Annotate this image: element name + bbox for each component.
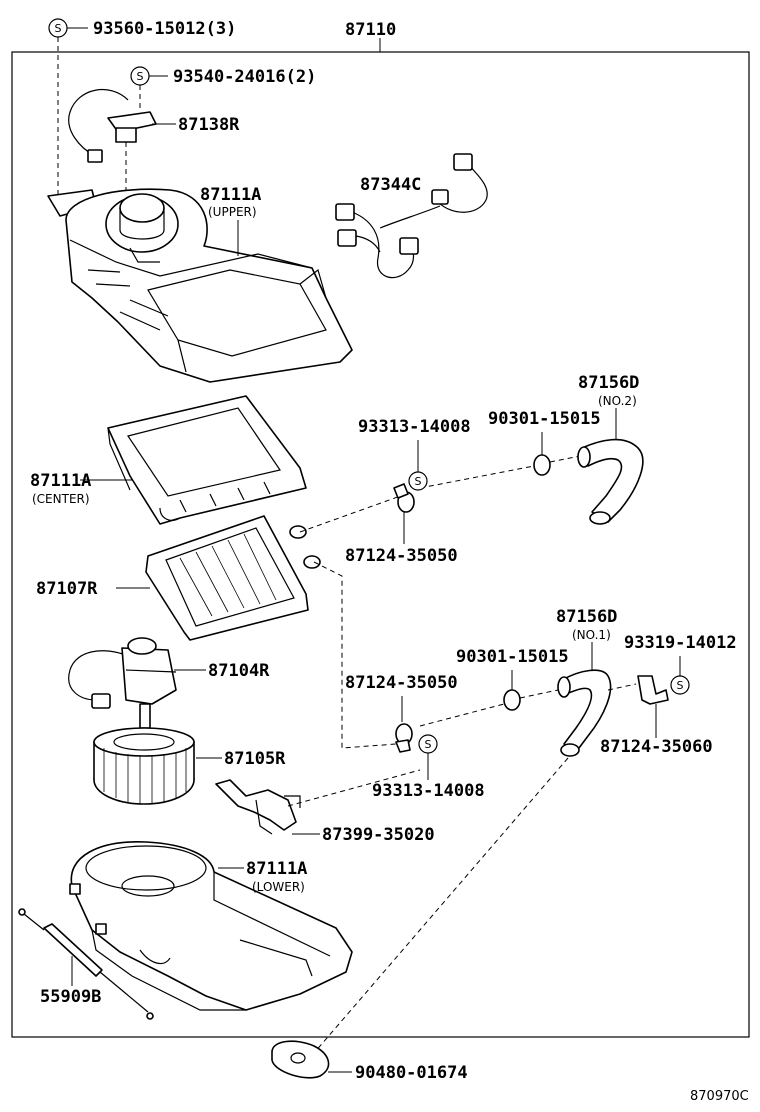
oring-bottom-drawing (503, 689, 521, 711)
diagram-code: 870970C (690, 1089, 749, 1104)
upper-case-drawing (47, 188, 353, 383)
pipe-dashed-leader (549, 455, 581, 463)
label-90301-15015-top[interactable]: 90301-15015 (488, 409, 601, 429)
symbol-s-letter: S (425, 738, 432, 751)
label-93313-14008-top[interactable]: 93313-14008 (358, 417, 471, 437)
label-87156D-no1-note: (NO.1) (572, 628, 611, 642)
blower-fan-drawing (93, 727, 195, 805)
label-87138R[interactable]: 87138R (178, 115, 240, 135)
clamp-bottom-drawing (395, 723, 413, 753)
label-87107R[interactable]: 87107R (36, 579, 98, 599)
label-87124-35050-bottom[interactable]: 87124-35050 (345, 673, 458, 693)
hose-no1-drawing (557, 669, 612, 757)
pipe-dashed-leader (299, 493, 407, 533)
wire-harness-drawing (335, 153, 488, 279)
grommet-drawing (271, 1040, 330, 1079)
label-87156D-no2[interactable]: 87156D (578, 373, 639, 393)
clamp-93319-drawing (637, 675, 669, 705)
label-87344C[interactable]: 87344C (360, 175, 421, 195)
control-cable-drawing (18, 908, 154, 1020)
label-87111A-upper[interactable]: 87111A (200, 185, 261, 205)
label-87111A-center[interactable]: 87111A (30, 471, 91, 491)
blower-motor-drawing (68, 637, 177, 729)
label-90301-15015-bottom[interactable]: 90301-15015 (456, 647, 569, 667)
label-87111A-lower[interactable]: 87111A (246, 859, 307, 879)
pipe-dashed-leader (313, 561, 397, 749)
label-93560-15012[interactable]: 93560-15012(3) (93, 19, 236, 39)
label-87156D-no1[interactable]: 87156D (556, 607, 617, 627)
pipe-dashed-leader (419, 465, 535, 489)
clamp-top-drawing (393, 483, 415, 513)
bracket-drawing (215, 779, 301, 835)
label-87111A-lower-note: (LOWER) (252, 880, 305, 894)
oring-top-drawing (533, 454, 551, 476)
label-87156D-no2-note: (NO.2) (598, 394, 637, 408)
label-93313-14008-bottom[interactable]: 93313-14008 (372, 781, 485, 801)
label-87111A-center-note: (CENTER) (32, 492, 90, 506)
hose-no2-drawing (577, 438, 644, 525)
label-90480-01674[interactable]: 90480-01674 (355, 1063, 468, 1083)
label-87111A-upper-note: (UPPER) (208, 205, 257, 219)
label-87110[interactable]: 87110 (345, 20, 396, 40)
label-93540-24016[interactable]: 93540-24016(2) (173, 67, 316, 87)
heater-core-drawing (145, 515, 321, 641)
symbol-s-letter: S (415, 475, 422, 488)
label-55909B[interactable]: 55909B (40, 987, 101, 1007)
label-87124-35060[interactable]: 87124-35060 (600, 737, 713, 757)
label-87104R[interactable]: 87104R (208, 661, 270, 681)
symbol-s-icon (408, 471, 428, 491)
label-87105R[interactable]: 87105R (224, 749, 286, 769)
label-93319-14012[interactable]: 93319-14012 (624, 633, 737, 653)
lower-case-drawing (69, 841, 353, 1011)
label-87124-35050-top[interactable]: 87124-35050 (345, 546, 458, 566)
center-case-drawing (107, 395, 307, 525)
label-87399-35020[interactable]: 87399-35020 (322, 825, 435, 845)
servo-motor-drawing (68, 88, 157, 190)
symbol-s-letter: S (55, 22, 62, 35)
symbol-s-letter: S (677, 679, 684, 692)
symbol-s-icon (670, 675, 690, 695)
symbol-s-letter: S (137, 70, 144, 83)
